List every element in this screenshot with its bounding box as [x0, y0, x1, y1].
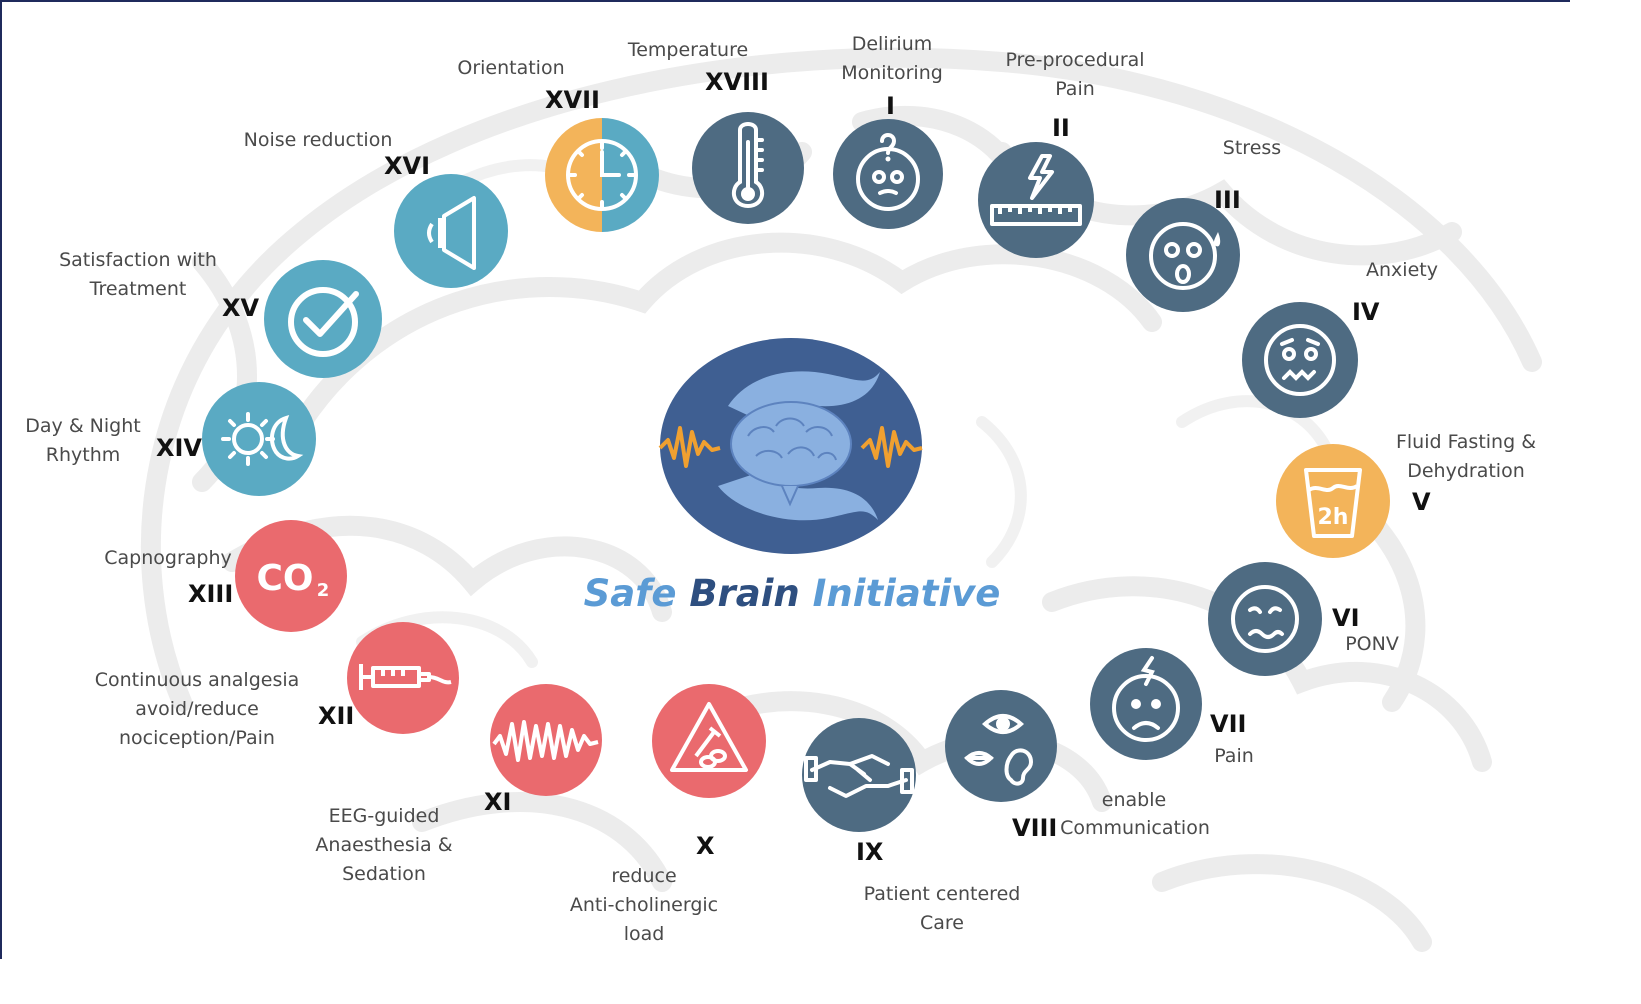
- numeral-xv: XV: [222, 294, 260, 322]
- numeral-xii: XII: [318, 702, 355, 730]
- label-satisfaction: Satisfaction with Treatment: [59, 249, 217, 300]
- label-day-night-rhythm: Day & Night Rhythm: [25, 415, 141, 466]
- warning-syringe-pills-icon: [652, 684, 766, 798]
- sun-moon-icon: [202, 382, 316, 496]
- numeral-vi: VI: [1332, 604, 1360, 632]
- label-anxiety: Anxiety: [1366, 259, 1438, 281]
- handshake-icon: [802, 718, 916, 832]
- numeral-xiii: XIII: [188, 580, 234, 608]
- numeral-ix: IX: [856, 838, 884, 866]
- numeral-v: V: [1412, 488, 1431, 516]
- thermometer-icon: [692, 112, 804, 224]
- label-communication: Communication: [1060, 817, 1210, 839]
- title-word-safe: Safe: [583, 572, 677, 615]
- numeral-xi: XI: [484, 788, 512, 816]
- svg-text:2h: 2h: [1318, 505, 1349, 530]
- label-fluid-fasting: Fluid Fasting & Dehydration: [1395, 431, 1537, 482]
- numeral-xvii: XVII: [545, 86, 600, 114]
- label-pre-procedural-pain: Pre-procedural Pain: [1005, 49, 1145, 100]
- water-glass-2h-icon: 2h: [1276, 444, 1390, 558]
- label-temperature: Temperature: [627, 39, 749, 61]
- numeral-iv: IV: [1352, 298, 1380, 326]
- center-title: Safe Brain Initiative: [562, 572, 1022, 615]
- numeral-i: I: [886, 92, 895, 120]
- title-word-brain: Brain: [689, 572, 800, 615]
- stressed-face-sweat-icon: [1126, 198, 1240, 312]
- eye-mouth-ear-icon: [945, 690, 1057, 802]
- diagram-frame: Safe Brain Initiative Delirium Monitorin…: [0, 0, 1570, 959]
- numeral-viii: VIII: [1012, 814, 1058, 842]
- speaker-icon: [394, 174, 508, 288]
- svg-text:CO: CO: [256, 558, 313, 599]
- safe-brain-logo: [658, 338, 923, 554]
- syringe-icon: [347, 622, 459, 734]
- label-noise-reduction: Noise reduction: [243, 129, 393, 151]
- label-ponv: PONV: [1345, 633, 1399, 655]
- numeral-xvi: XVI: [384, 152, 431, 180]
- numeral-x: X: [696, 832, 715, 860]
- label-delirium-monitoring: Delirium Monitoring: [841, 33, 943, 84]
- numeral-iii: III: [1214, 186, 1241, 214]
- label-eeg-guided: EEG-guided Anaesthesia & Sedation: [315, 805, 453, 885]
- numeral-xviii: XVIII: [705, 68, 769, 96]
- svg-text:2: 2: [317, 580, 330, 601]
- anxious-face-icon: [1242, 302, 1358, 418]
- worried-face-question-icon: [833, 119, 943, 229]
- label-stress: Stress: [1222, 137, 1282, 159]
- label-enable: enable: [1101, 789, 1167, 811]
- title-word-initiative: Initiative: [812, 572, 1001, 615]
- label-anticholinergic: reduce Anti-cholinergic load: [569, 865, 719, 945]
- nauseous-face-icon: [1208, 562, 1322, 676]
- checkmark-circle-icon: [264, 260, 382, 378]
- sad-face-headache-icon: [1090, 648, 1202, 760]
- pain-ruler-lightning-icon: [978, 142, 1094, 258]
- label-continuous-analgesia: Continuous analgesia avoid/reduce nocice…: [94, 669, 300, 749]
- clock-icon: [545, 118, 659, 232]
- label-patient-centered-care: Patient centered Care: [863, 883, 1021, 934]
- numeral-vii: VII: [1210, 710, 1247, 738]
- label-pain: Pain: [1214, 745, 1254, 767]
- numeral-ii: II: [1052, 114, 1070, 142]
- label-capnography: Capnography: [104, 547, 232, 569]
- numeral-xiv: XIV: [156, 434, 203, 462]
- eeg-wave-icon: [490, 684, 602, 796]
- label-orientation: Orientation: [457, 57, 565, 79]
